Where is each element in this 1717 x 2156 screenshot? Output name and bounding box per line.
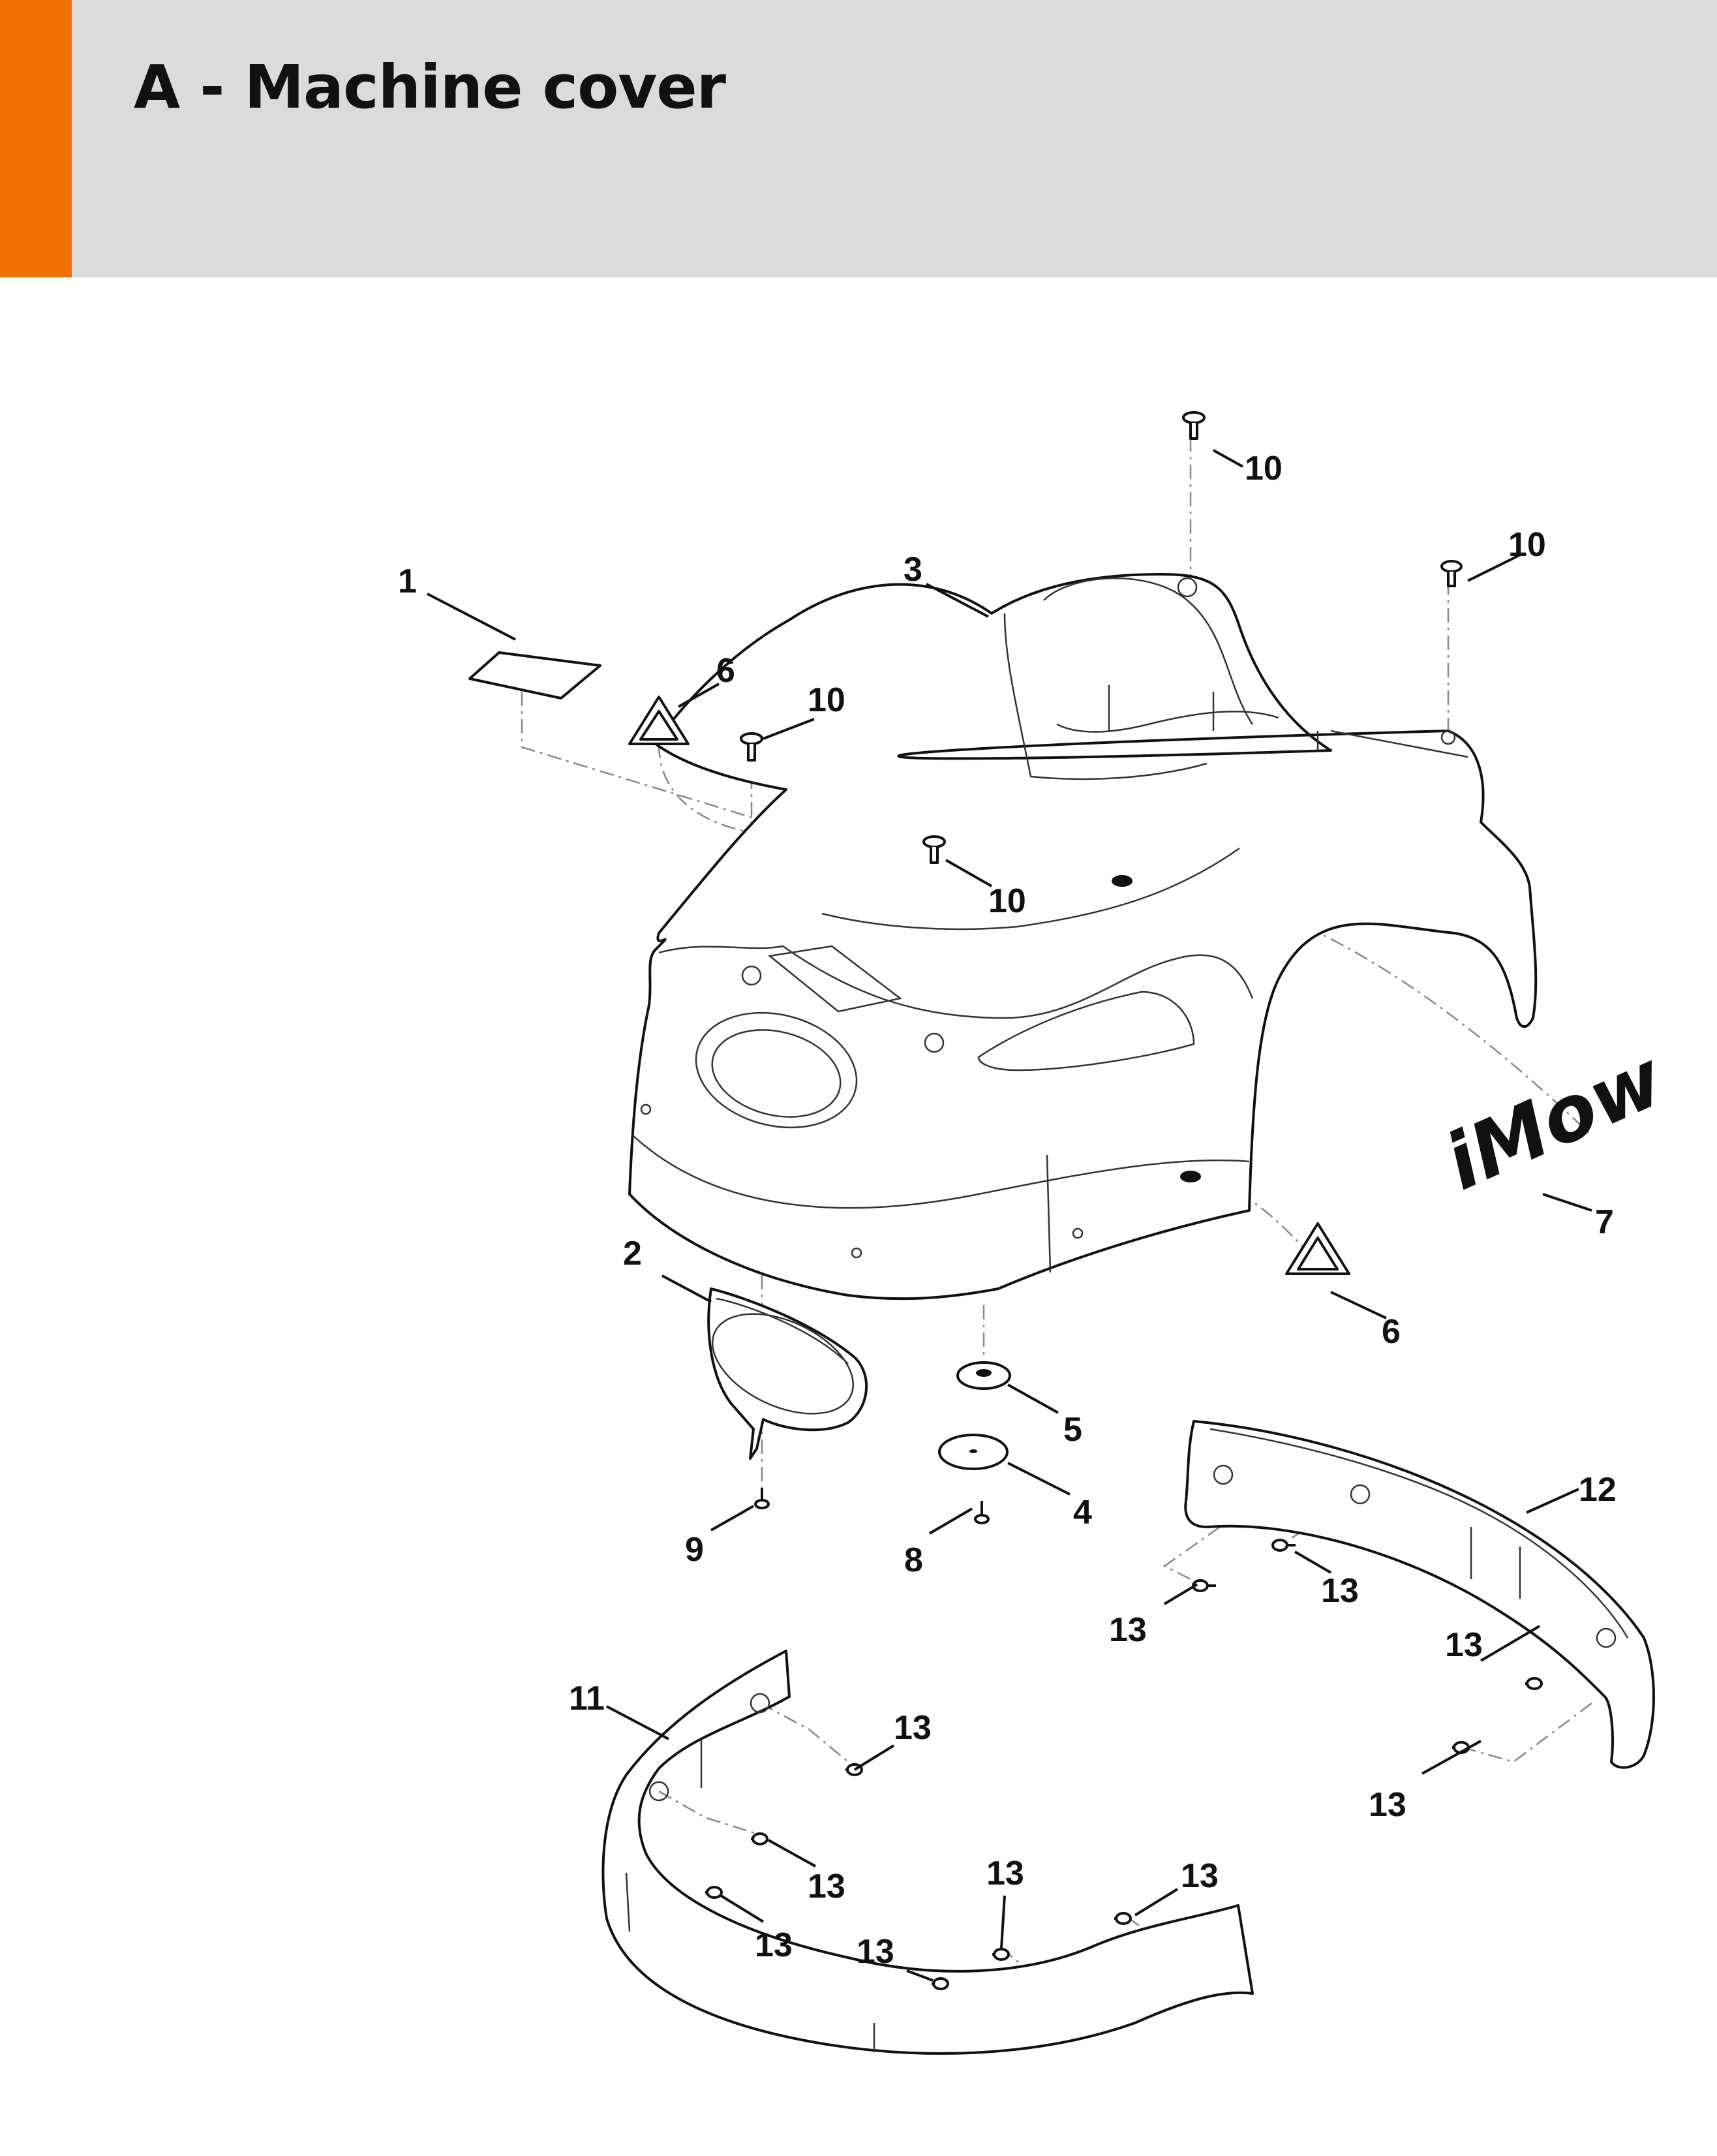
warning-triangle-icon: [1285, 1222, 1350, 1275]
washer: [938, 1434, 1009, 1470]
screw-icon: [1525, 1677, 1543, 1690]
front-bumper: [601, 1650, 1254, 2055]
label-sheet: [468, 651, 601, 700]
imow-decal: iMow: [1432, 1033, 1677, 1208]
callout-1: 1: [398, 562, 417, 600]
header-accent-stripe: [0, 0, 72, 277]
callout-labels: 1 2 3 4 5 6 6 7 8 9 10 10 10 10 11 12 13…: [398, 450, 1617, 1971]
leader-lines: [427, 449, 1592, 1982]
callout-10d: 10: [988, 882, 1026, 920]
callout-13e: 13: [894, 1709, 932, 1747]
callout-10b: 10: [1508, 526, 1546, 564]
callout-13i: 13: [986, 1855, 1024, 1892]
callout-5: 5: [1063, 1411, 1082, 1449]
callout-13b: 13: [1109, 1611, 1147, 1649]
screw-icon: [754, 1488, 770, 1509]
callout-4: 4: [1073, 1494, 1092, 1532]
screw-icon: [705, 1886, 723, 1899]
screw-icon: [1271, 1539, 1296, 1552]
screw-icon: [932, 1977, 949, 1990]
callout-8: 8: [904, 1541, 923, 1579]
page-title: A - Machine cover: [134, 52, 726, 122]
callout-13a: 13: [1321, 1572, 1359, 1610]
rubber-bushing: [956, 1361, 1011, 1390]
callout-13f: 13: [808, 1868, 845, 1905]
screw-icon: [1182, 411, 1206, 440]
callout-3: 3: [904, 551, 922, 589]
screw-icon: [992, 1948, 1010, 1961]
screw-icon: [1114, 1912, 1132, 1925]
callout-13h: 13: [857, 1933, 894, 1971]
callout-10a: 10: [1245, 450, 1283, 487]
screw-icon: [1440, 560, 1463, 587]
callout-6a: 6: [716, 652, 735, 690]
callout-11: 11: [569, 1680, 605, 1717]
screw-icon: [740, 732, 763, 762]
callout-10c: 10: [808, 681, 845, 719]
callout-2: 2: [623, 1235, 642, 1272]
callout-13c: 13: [1445, 1626, 1483, 1664]
callout-13g: 13: [755, 1926, 793, 1964]
callout-13d: 13: [1369, 1786, 1406, 1824]
machine-cover: [628, 573, 1538, 1301]
callout-9: 9: [685, 1531, 704, 1569]
callout-13j: 13: [1181, 1857, 1219, 1895]
warning-triangle-icon: [628, 696, 690, 745]
screw-icon: [922, 835, 946, 864]
callout-12: 12: [1579, 1471, 1617, 1509]
callout-7: 7: [1595, 1203, 1614, 1241]
screw-icon: [974, 1501, 990, 1524]
rear-bumper: [1184, 1420, 1655, 1769]
callout-6b: 6: [1382, 1313, 1401, 1351]
lens-housing: [707, 1287, 868, 1460]
screw-icon: [751, 1832, 768, 1845]
header-bar: A - Machine cover: [0, 0, 1717, 277]
